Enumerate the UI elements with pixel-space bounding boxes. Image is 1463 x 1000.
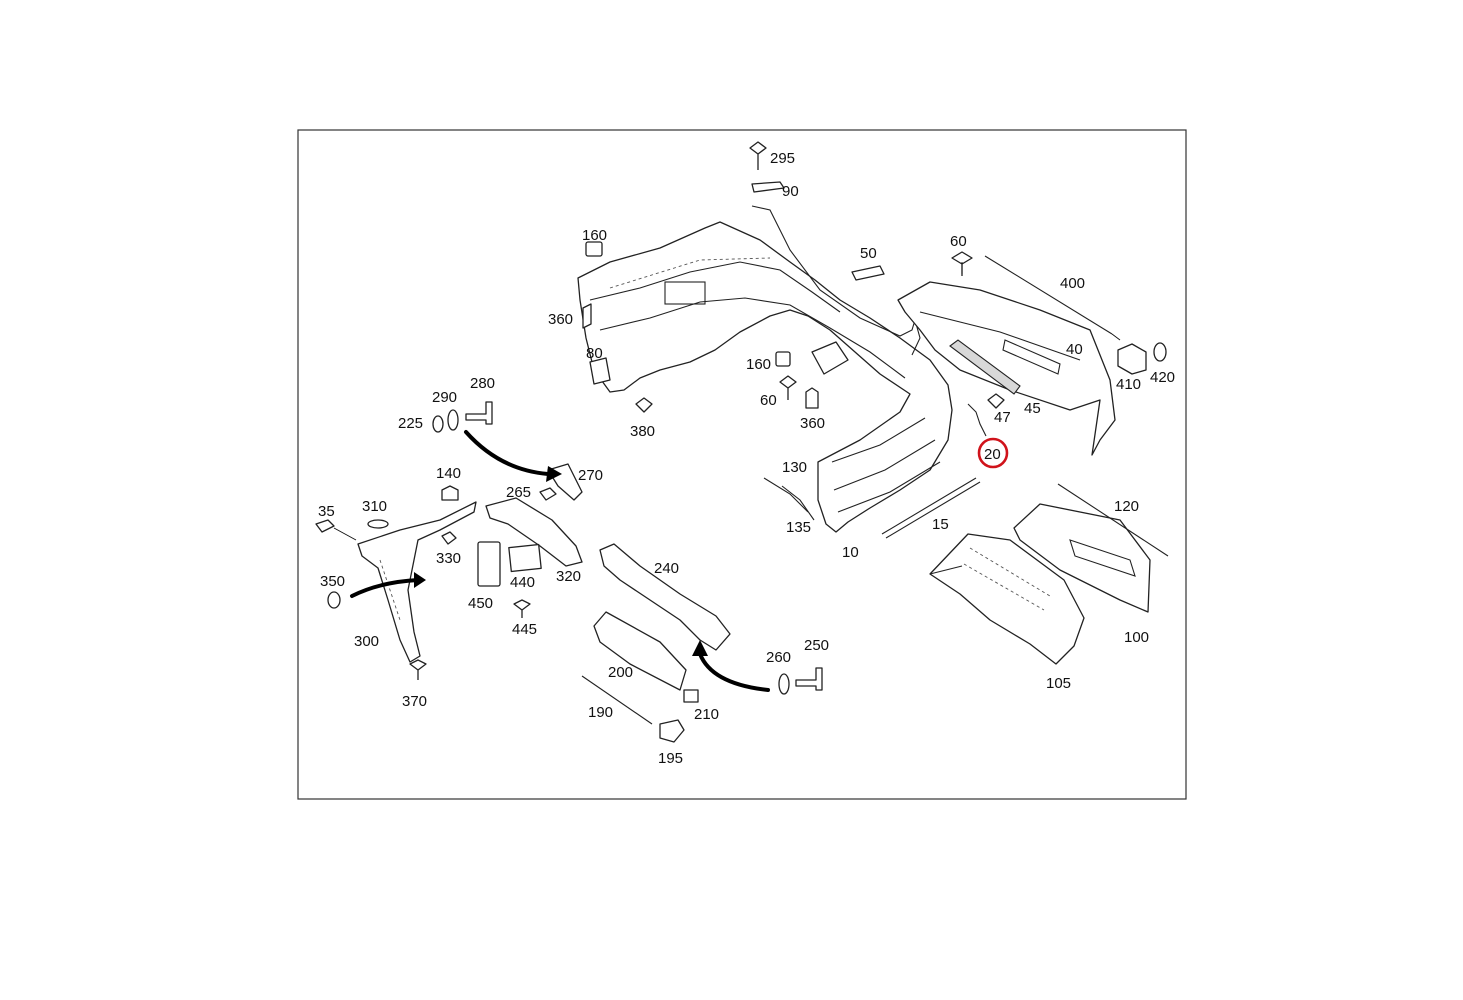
label-135: 135 (786, 519, 811, 536)
label-47: 47 (994, 409, 1011, 426)
impact-strip-200 (593, 611, 687, 691)
clip-330 (441, 531, 457, 545)
clip-160-top (585, 241, 603, 257)
strip-15 (881, 477, 977, 535)
screw-360-left (582, 303, 592, 329)
label-40: 40 (1066, 341, 1083, 358)
leader-lines (333, 262, 1121, 541)
clip-370 (409, 659, 427, 680)
label-445: 445 (512, 621, 537, 638)
label-10: 10 (842, 544, 859, 561)
clip-160-mid (775, 351, 791, 367)
label-370: 370 (402, 693, 427, 710)
clip-195 (659, 719, 685, 743)
label-100: 100 (1124, 629, 1149, 646)
label-160: 160 (582, 227, 607, 244)
washer-350 (327, 591, 341, 609)
absorber-240 (599, 543, 731, 651)
washer-310 (367, 519, 389, 529)
washer-260 (778, 673, 790, 695)
label-195: 195 (658, 750, 683, 767)
label-360b: 360 (800, 415, 825, 432)
label-225: 225 (398, 415, 423, 432)
label-90: 90 (782, 183, 799, 200)
part-20-strip (967, 403, 987, 437)
fastener-parts (582, 141, 973, 413)
label-45: 45 (1024, 400, 1041, 417)
label-440: 440 (510, 574, 535, 591)
bolt-280 (465, 401, 493, 425)
label-260: 260 (766, 649, 791, 666)
carrier-105 (929, 533, 1085, 665)
clip-210 (683, 689, 699, 703)
part-labels: 295 90 160 50 60 400 360 40 410 420 80 1… (318, 150, 1175, 767)
sensor-410-420 (1117, 342, 1167, 375)
label-240: 240 (654, 560, 679, 577)
label-450: 450 (468, 595, 493, 612)
diffuser-40 (897, 255, 1116, 456)
clip-60-mid (779, 375, 797, 400)
label-360: 360 (548, 311, 573, 328)
screw-265 (539, 487, 557, 501)
bracket-450 (477, 541, 501, 587)
bracket-320 (485, 497, 583, 567)
label-35: 35 (318, 503, 335, 520)
label-310: 310 (362, 498, 387, 515)
clip-90 (751, 181, 785, 193)
reflector-45 (949, 339, 1021, 395)
label-60b: 60 (760, 392, 777, 409)
label-300: 300 (354, 633, 379, 650)
assembly-arrows (350, 430, 770, 692)
label-420: 420 (1150, 369, 1175, 386)
label-80: 80 (586, 345, 603, 362)
label-410: 410 (1116, 376, 1141, 393)
bolt-250 (795, 667, 823, 691)
clip-380 (635, 397, 653, 413)
washer-225 (432, 415, 444, 433)
label-295: 295 (770, 150, 795, 167)
label-160b: 160 (746, 356, 771, 373)
bracket-inner (811, 341, 849, 375)
label-265: 265 (506, 484, 531, 501)
label-120: 120 (1114, 498, 1139, 515)
label-350: 350 (320, 573, 345, 590)
reinforcement-100 (1013, 483, 1169, 613)
highlight-circle-20 (977, 437, 1009, 469)
clip-35 (315, 519, 335, 533)
label-140: 140 (436, 465, 461, 482)
bracket-50 (851, 265, 885, 281)
label-400: 400 (1060, 275, 1085, 292)
label-15: 15 (932, 516, 949, 533)
bracket-80 (589, 357, 611, 385)
screw-295 (749, 141, 767, 170)
screw-360-mid (805, 387, 819, 409)
bumper-cover (577, 205, 953, 533)
label-320: 320 (556, 568, 581, 585)
label-330: 330 (436, 550, 461, 567)
washer-290 (447, 409, 459, 431)
label-60: 60 (950, 233, 967, 250)
label-105: 105 (1046, 675, 1071, 692)
label-200: 200 (608, 664, 633, 681)
rod-190 (581, 675, 653, 725)
diagram-frame (297, 129, 1187, 800)
trim-130 (763, 477, 809, 513)
label-20: 20 (984, 446, 1001, 463)
label-210: 210 (694, 706, 719, 723)
label-380: 380 (630, 423, 655, 440)
label-190: 190 (588, 704, 613, 721)
label-270: 270 (578, 467, 603, 484)
label-130: 130 (782, 459, 807, 476)
trim-135 (781, 485, 815, 521)
label-280: 280 (470, 375, 495, 392)
label-290: 290 (432, 389, 457, 406)
cover-440 (508, 543, 542, 573)
screw-47 (987, 393, 1005, 409)
clip-445 (513, 599, 531, 618)
label-250: 250 (804, 637, 829, 654)
label-50: 50 (860, 245, 877, 262)
clip-140 (441, 485, 459, 501)
